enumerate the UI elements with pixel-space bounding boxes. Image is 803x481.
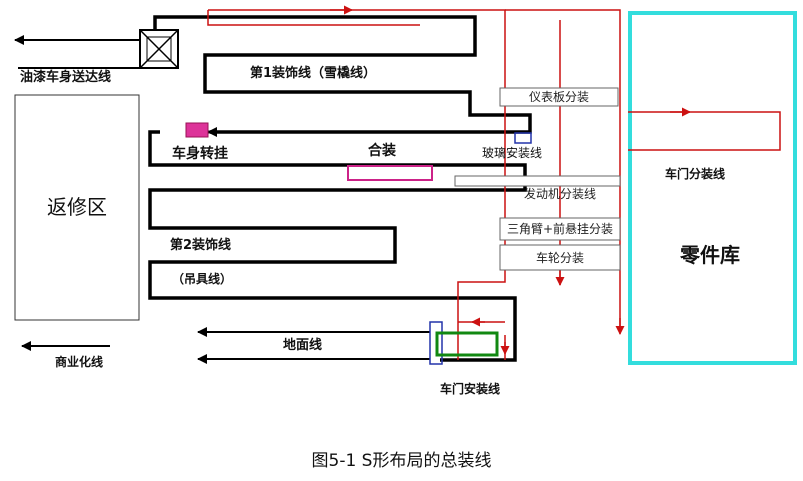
engine-sub-label: 发动机分装线 (524, 186, 596, 201)
marriage-station (347, 165, 433, 181)
ground-line-label: 地面线 (283, 337, 322, 353)
paint-conveyor-label: 油漆车身送达线 (20, 69, 111, 85)
instrument-panel-label: 仪表板分装 (529, 90, 589, 104)
door-install-label: 车门安装线 (440, 381, 500, 396)
door-install-marker (429, 321, 443, 365)
figure-caption: 图5-1 S形布局的总装线 (311, 451, 492, 471)
main-s-line (148, 15, 532, 362)
body-transfer-marker (185, 122, 209, 138)
door-install-station (435, 331, 499, 357)
trim2-sub-label: （吊具线） (172, 271, 232, 286)
commercial-line-label: 商业化线 (55, 354, 103, 369)
parts-store (628, 11, 797, 365)
trim1-label: 第1装饰线（雪橇线） (250, 65, 376, 81)
strut-sub-label: 三角臂+前悬挂分装 (507, 221, 613, 236)
wheel-sub-box (499, 244, 621, 271)
repair-area (14, 94, 140, 321)
engine-sub-box (454, 175, 621, 187)
door-flow (207, 9, 781, 360)
strut-sub-box (499, 217, 621, 241)
trim2-label: 第2装饰线 (170, 237, 231, 253)
transfer-crate (139, 29, 179, 69)
parts-store-label: 零件库 (679, 243, 740, 267)
marriage-label: 合装 (368, 142, 397, 159)
door-sub-label: 车门分装线 (665, 166, 725, 181)
glass-install-label: 玻璃安装线 (482, 145, 542, 160)
repair-area-label: 返修区 (47, 195, 107, 219)
wheel-sub-label: 车轮分装 (536, 250, 584, 265)
instrument-panel-box (499, 87, 619, 107)
body-transfer-label: 车身转挂 (172, 145, 228, 162)
glass-install-marker (514, 132, 532, 144)
